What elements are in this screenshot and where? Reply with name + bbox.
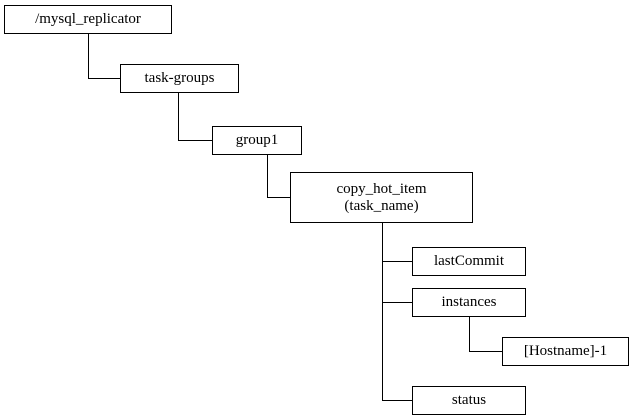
node-label: /mysql_replicator xyxy=(35,11,141,28)
connector-task-groups-to-group1 xyxy=(178,93,212,141)
node-label: instances xyxy=(441,294,497,311)
node-label: lastCommit xyxy=(433,253,504,270)
node-mysql-replicator: /mysql_replicator xyxy=(4,5,172,34)
connector-instances-to-hostname xyxy=(469,317,502,352)
node-status: status xyxy=(412,386,526,415)
node-label: status xyxy=(451,392,487,409)
node-label: [Hostname]-1 xyxy=(523,343,608,360)
node-instances: instances xyxy=(412,288,526,317)
node-group1: group1 xyxy=(212,126,302,155)
node-label-line2: (task_name) xyxy=(344,197,419,214)
connector-task-name-trunk xyxy=(382,223,412,401)
node-copy-hot-item: copy_hot_item (task_name) xyxy=(290,172,473,223)
node-label-line1: copy_hot_item xyxy=(336,180,427,197)
node-hostname: [Hostname]-1 xyxy=(502,337,629,366)
node-label: task-groups xyxy=(144,70,215,87)
node-last-commit: lastCommit xyxy=(412,247,526,276)
connector-root-to-task-groups xyxy=(88,34,120,79)
connector-group1-to-task-name xyxy=(267,155,290,198)
node-task-groups: task-groups xyxy=(120,64,239,93)
node-label: group1 xyxy=(235,132,279,149)
